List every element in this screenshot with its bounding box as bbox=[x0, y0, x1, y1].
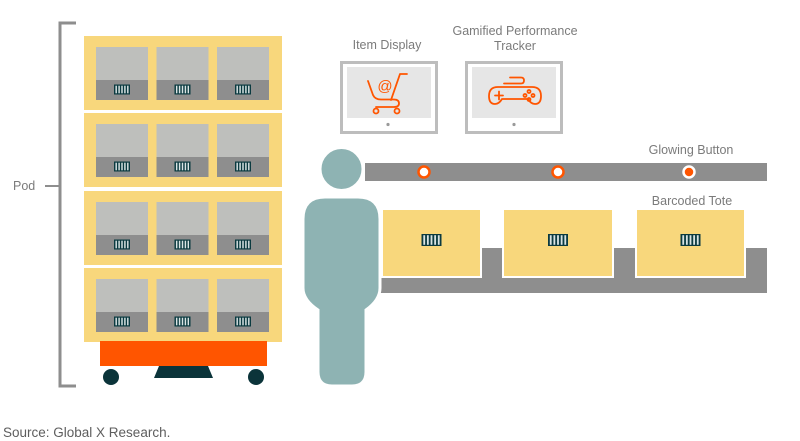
glowing-button-label: Glowing Button bbox=[649, 143, 734, 157]
pod-bracket bbox=[45, 21, 76, 388]
barcode-icon bbox=[680, 234, 701, 246]
pod-shelf bbox=[84, 36, 282, 110]
barcode-icon bbox=[235, 316, 251, 327]
monitor-screen bbox=[347, 67, 431, 118]
pick-button bbox=[417, 165, 431, 179]
monitor-power-dot bbox=[512, 122, 516, 127]
pod-shelf bbox=[84, 113, 282, 187]
storage-bin bbox=[96, 202, 148, 255]
pod-label: Pod bbox=[13, 179, 35, 193]
barcode-icon bbox=[114, 161, 130, 172]
bin-top bbox=[156, 279, 209, 312]
barcode-icon bbox=[174, 161, 191, 172]
storage-bin bbox=[156, 124, 209, 177]
storage-bin bbox=[156, 279, 209, 332]
bin-top bbox=[217, 47, 269, 80]
barcode-icon bbox=[114, 84, 130, 95]
tracker-label-line2: Tracker bbox=[494, 39, 536, 53]
storage-bin bbox=[217, 279, 269, 332]
storage-bin bbox=[217, 124, 269, 177]
storage-bin bbox=[96, 124, 148, 177]
buttons bbox=[417, 165, 696, 179]
drive-unit bbox=[100, 341, 267, 385]
bin-top bbox=[217, 124, 269, 157]
barcode-icon bbox=[548, 234, 568, 246]
item-display-monitor: @ bbox=[340, 61, 438, 134]
barcoded-tote bbox=[635, 208, 746, 278]
pick-button bbox=[551, 165, 565, 179]
pod bbox=[84, 36, 282, 342]
storage-bin bbox=[217, 47, 269, 100]
wheel-right bbox=[248, 369, 264, 385]
monitor-power-dot bbox=[386, 122, 390, 127]
performance-tracker-monitor bbox=[465, 61, 563, 134]
button-rail bbox=[365, 163, 767, 181]
barcoded-tote-label: Barcoded Tote bbox=[652, 194, 732, 208]
totes bbox=[381, 208, 746, 278]
storage-bin bbox=[96, 279, 148, 332]
barcode-icon bbox=[235, 239, 251, 250]
bin-top bbox=[217, 279, 269, 312]
bin-top bbox=[96, 279, 148, 312]
bin-top bbox=[156, 47, 209, 80]
gamepad-icon bbox=[488, 76, 542, 105]
bin-top bbox=[96, 124, 148, 157]
item-display-label: Item Display bbox=[353, 38, 423, 52]
storage-bin bbox=[96, 47, 148, 100]
person-icon bbox=[301, 146, 382, 388]
bin-top bbox=[96, 202, 148, 235]
bin-top bbox=[156, 124, 209, 157]
barcode-icon bbox=[114, 239, 130, 250]
barcode-icon bbox=[174, 316, 191, 327]
barcoded-tote bbox=[502, 208, 614, 278]
person-head bbox=[318, 146, 365, 192]
barcode-icon bbox=[235, 84, 251, 95]
source-note: Source: Global X Research. bbox=[3, 425, 170, 440]
storage-bin bbox=[156, 47, 209, 100]
tracker-label-line1: Gamified Performance bbox=[452, 24, 577, 38]
barcode-icon bbox=[421, 234, 442, 246]
barcoded-tote bbox=[381, 208, 482, 278]
pod-shelf bbox=[84, 191, 282, 265]
shopping-cart-icon: @ bbox=[367, 73, 408, 115]
person-body bbox=[301, 195, 382, 388]
glowing-button bbox=[682, 165, 696, 179]
barcode-icon bbox=[114, 316, 130, 327]
monitor-screen bbox=[472, 67, 556, 118]
drive-unit-body bbox=[100, 341, 267, 366]
wheel-left bbox=[103, 369, 119, 385]
drive-unit-lift bbox=[154, 366, 213, 378]
bin-top bbox=[96, 47, 148, 80]
pod-shelf bbox=[84, 268, 282, 342]
barcode-icon bbox=[235, 161, 251, 172]
bin-top bbox=[217, 202, 269, 235]
barcode-icon bbox=[174, 84, 191, 95]
at-symbol: @ bbox=[377, 78, 392, 95]
barcode-icon bbox=[174, 239, 191, 250]
storage-bin bbox=[156, 202, 209, 255]
storage-bin bbox=[217, 202, 269, 255]
bin-top bbox=[156, 202, 209, 235]
